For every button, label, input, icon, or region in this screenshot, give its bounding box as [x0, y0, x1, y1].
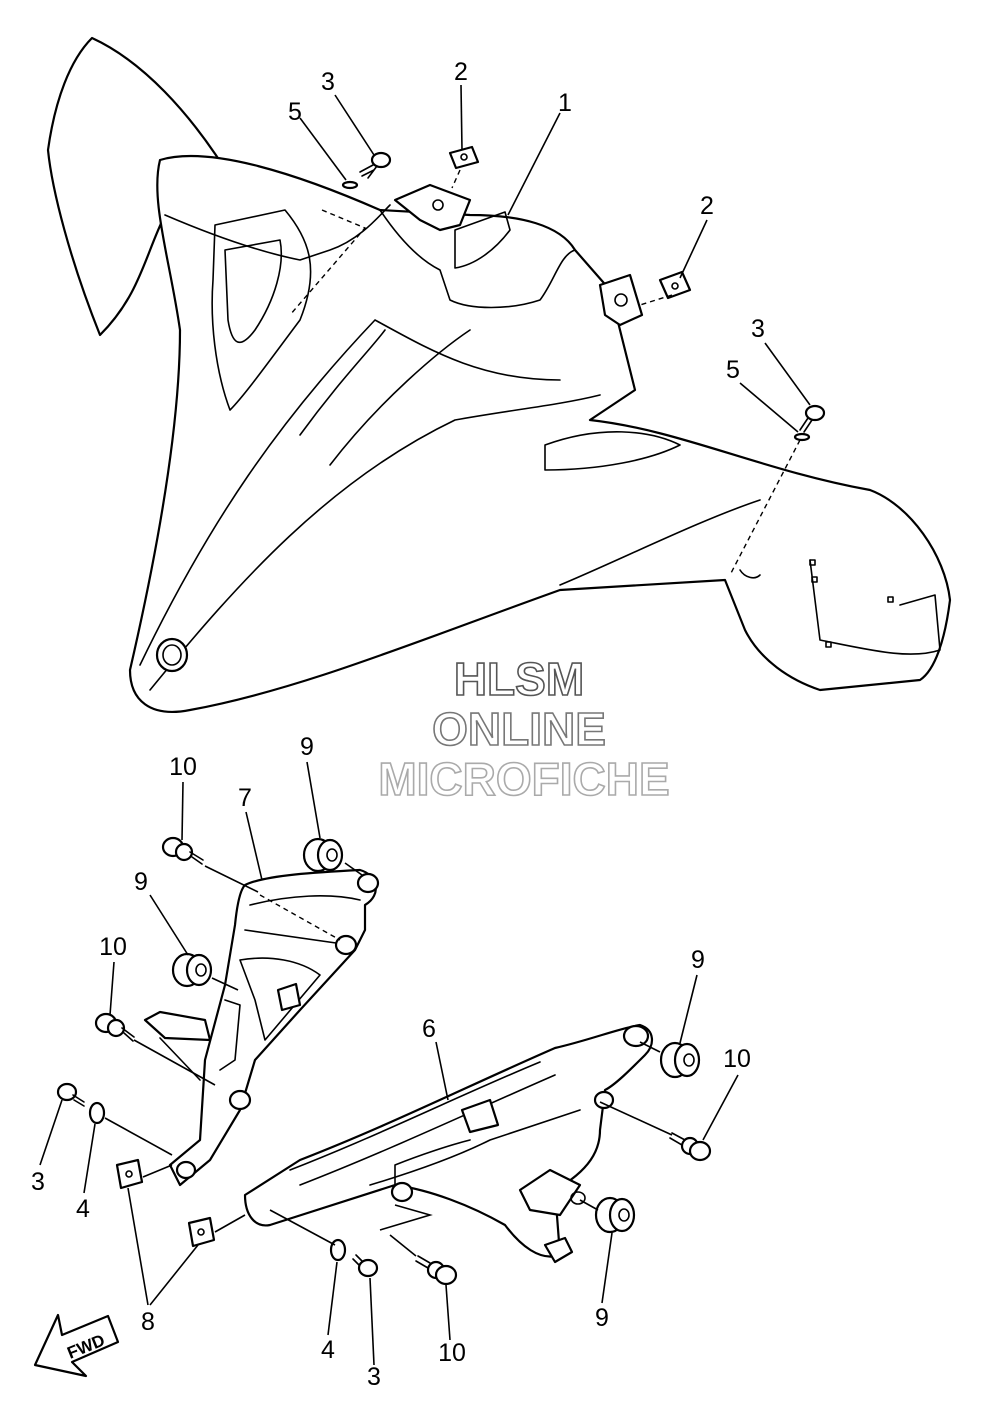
nut-plate-right: [658, 270, 692, 300]
callouts: 1 2 2 3 5 3 5 10 9 7 9 10 9 6 10 3 4 8 4…: [31, 58, 765, 1391]
bolt-mid-left: [94, 1012, 135, 1042]
callout-10-upper: 10: [169, 753, 197, 781]
callout-4-left: 4: [76, 1195, 90, 1223]
washer-lower-left: [88, 1101, 106, 1125]
callout-9-lower: 9: [595, 1304, 609, 1332]
stay-upper: [143, 868, 380, 1187]
clip-nut-left: [115, 1158, 144, 1190]
callout-3-bottom: 3: [367, 1363, 381, 1391]
front-fender: [46, 36, 952, 713]
callout-10-right: 10: [723, 1045, 751, 1073]
callout-1: 1: [558, 89, 572, 117]
callout-4-bottom: 4: [321, 1336, 335, 1364]
damper-left: [171, 952, 213, 988]
watermark: HLSM ONLINE MICROFICHE: [378, 652, 671, 806]
washer-bottom: [329, 1238, 347, 1262]
watermark-line1: HLSM: [454, 653, 584, 705]
stay-lower-body: [243, 1023, 653, 1258]
fender-mount-tab-right: [598, 273, 644, 327]
nut-plate-top: [448, 145, 480, 170]
callout-6: 6: [422, 1015, 436, 1043]
damper-right: [659, 1041, 701, 1079]
fender-main-body: [128, 154, 952, 713]
fender-hole: [155, 637, 189, 673]
callout-3-top: 3: [321, 68, 335, 96]
callout-9-right: 9: [691, 946, 705, 974]
collar-top: [341, 180, 359, 190]
damper-upper: [302, 837, 344, 873]
screw-top: [359, 151, 392, 179]
callout-3-left: 3: [31, 1168, 45, 1196]
watermark-line3: MICROFICHE: [378, 753, 669, 805]
fender-left-wing: [46, 36, 237, 337]
watermark-line2: ONLINE: [432, 703, 606, 755]
screw-right: [799, 404, 826, 433]
clip-nut-right: [187, 1216, 216, 1248]
callout-2-right: 2: [700, 192, 714, 220]
callout-10-mid: 10: [99, 933, 127, 961]
callout-10-bottom: 10: [438, 1339, 466, 1367]
fender-inner-panel: [211, 209, 312, 411]
screw-bottom: [352, 1254, 379, 1278]
callout-5-top: 5: [288, 98, 302, 126]
callout-5-right: 5: [726, 356, 740, 384]
collar-right: [793, 432, 811, 442]
bolt-bottom: [415, 1255, 458, 1286]
stay-lower: [243, 1023, 653, 1264]
callout-9-upper: 9: [300, 733, 314, 761]
leader-lines: [39, 84, 811, 1366]
callout-7: 7: [238, 784, 252, 812]
callout-2-top: 2: [454, 58, 468, 86]
fender-side-panel: [164, 204, 391, 261]
callout-9-left: 9: [134, 868, 148, 896]
callout-8: 8: [141, 1308, 155, 1336]
callout-3-right: 3: [751, 315, 765, 343]
fwd-arrow: FWD: [33, 1313, 120, 1378]
bolt-right: [669, 1132, 712, 1162]
stay-upper-frame: [168, 868, 377, 1187]
fender-mount-tab-top: [393, 183, 472, 232]
damper-lower: [594, 1196, 636, 1234]
screw-lower-left: [56, 1082, 85, 1107]
bolt-upper-left: [161, 836, 204, 865]
